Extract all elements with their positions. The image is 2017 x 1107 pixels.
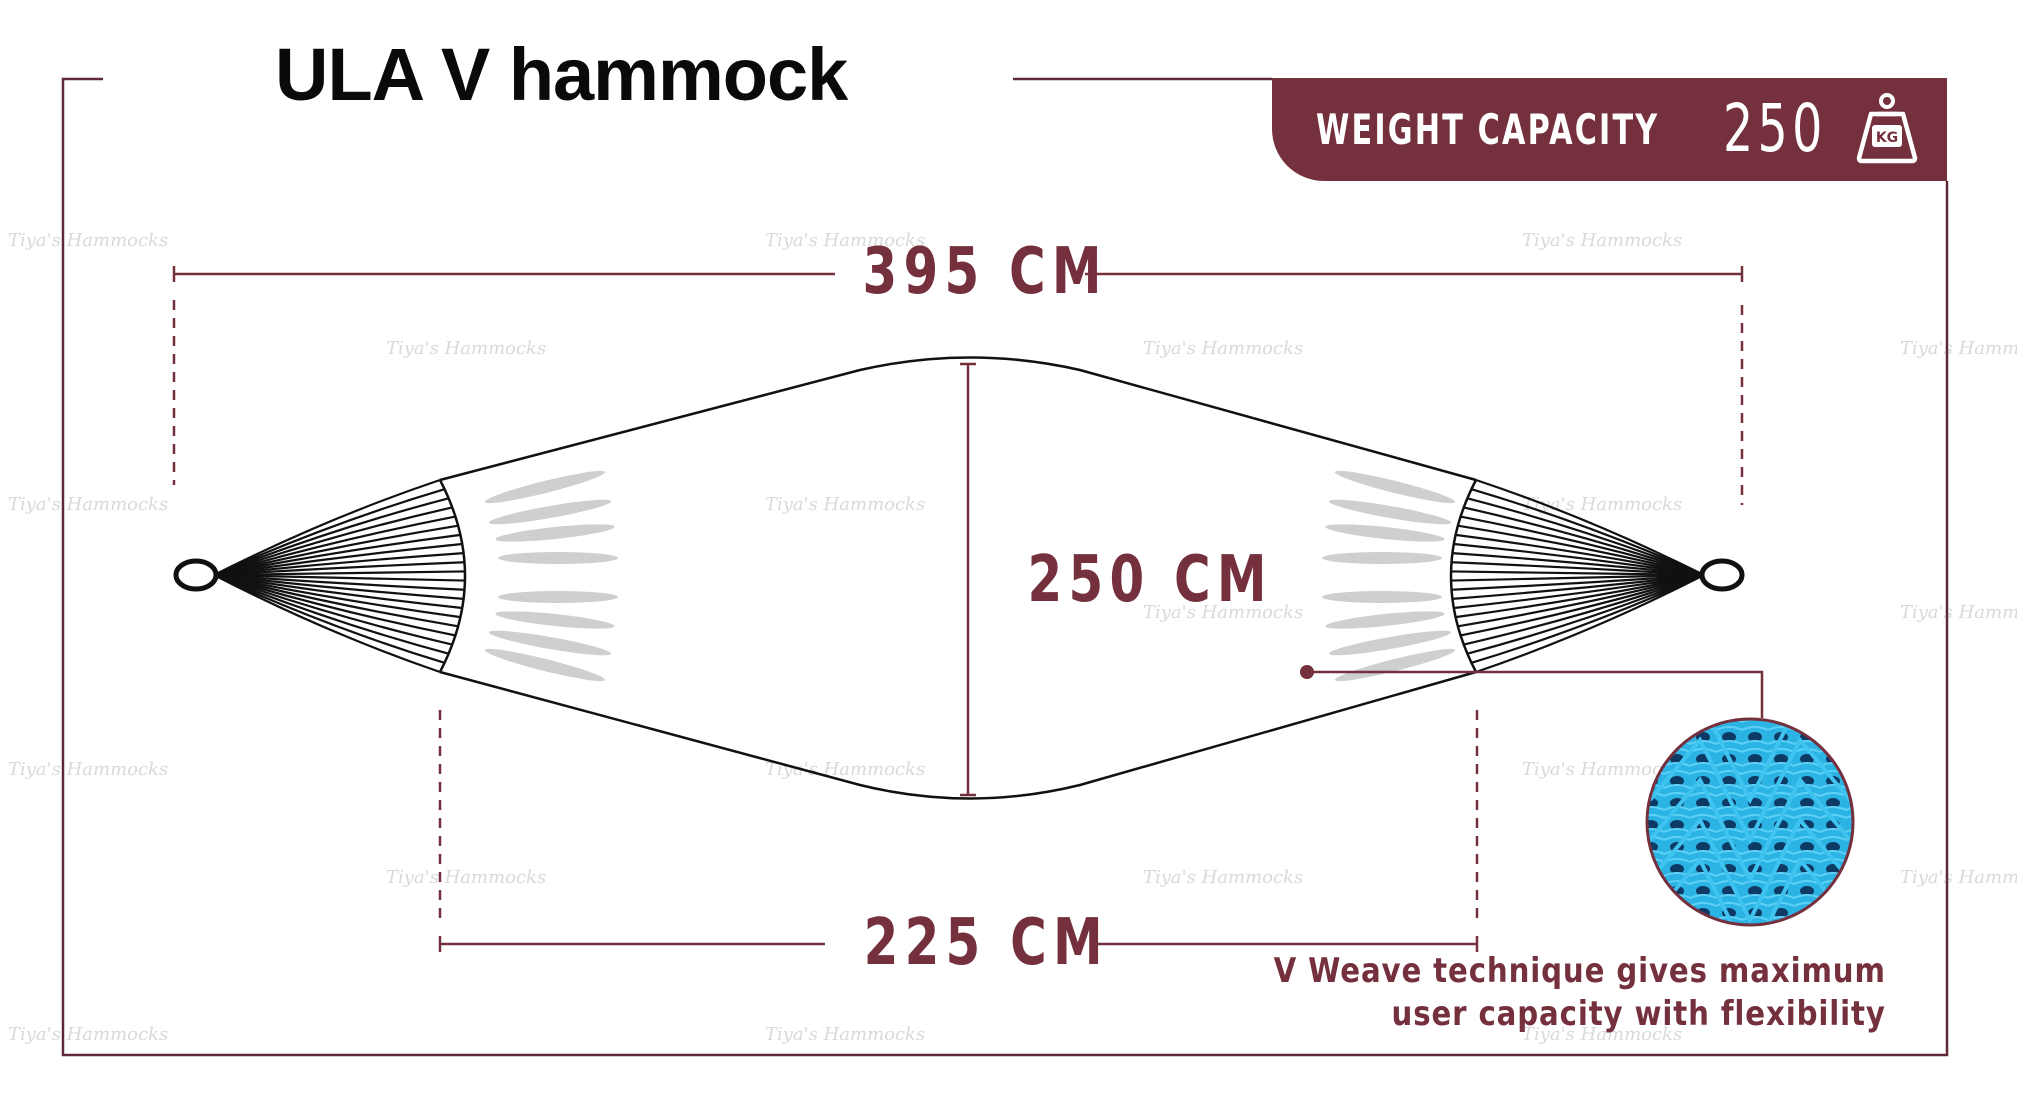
svg-text:Tiya's Hammocks: Tiya's Hammocks — [1522, 759, 1682, 780]
svg-text:Tiya's Hammocks: Tiya's Hammocks — [386, 867, 546, 888]
svg-text:Tiya's Hammocks: Tiya's Hammocks — [1900, 867, 2017, 888]
suspension-strings-left — [213, 478, 465, 674]
svg-text:Tiya's Hammocks: Tiya's Hammocks — [765, 1024, 925, 1045]
svg-text:Tiya's Hammocks: Tiya's Hammocks — [1143, 867, 1303, 888]
svg-text:Tiya's Hammocks: Tiya's Hammocks — [8, 1024, 168, 1045]
frame-border — [61, 77, 1949, 1057]
callout-leader — [1300, 665, 1764, 718]
total-length-label: 395 CM — [862, 235, 1108, 309]
weave-caption-line-1: V Weave technique gives maximum — [1273, 951, 1886, 991]
svg-text:Tiya's Hammocks: Tiya's Hammocks — [1522, 230, 1682, 251]
fabric-shading-right — [1322, 470, 1456, 682]
watermark-layer: Tiya's Hammocks Tiya's Hammocks Tiya's H… — [8, 230, 2017, 1045]
hammock-outline — [439, 356, 1477, 800]
svg-text:Tiya's Hammocks: Tiya's Hammocks — [765, 230, 925, 251]
svg-text:Tiya's Hammocks: Tiya's Hammocks — [765, 494, 925, 515]
svg-text:KG: KG — [1876, 130, 1898, 146]
weave-caption: V Weave technique gives maximum user cap… — [1274, 950, 1886, 1036]
svg-text:Tiya's Hammocks: Tiya's Hammocks — [1900, 602, 2017, 623]
svg-text:Tiya's Hammocks: Tiya's Hammocks — [386, 338, 546, 359]
svg-text:Tiya's Hammocks: Tiya's Hammocks — [1143, 338, 1303, 359]
svg-text:Tiya's Hammocks: Tiya's Hammocks — [765, 759, 925, 780]
dimension-line-bed-length — [438, 710, 1479, 952]
bed-length-label: 225 CM — [863, 906, 1109, 980]
hammock-illustration — [173, 356, 1745, 800]
svg-text:Tiya's Hammocks: Tiya's Hammocks — [8, 494, 168, 515]
page-title: ULA V hammock — [275, 33, 848, 116]
svg-text:Tiya's Hammocks: Tiya's Hammocks — [1900, 338, 2017, 359]
weave-caption-line-2: user capacity with flexibility — [1391, 994, 1886, 1034]
hanging-ring-left — [173, 558, 219, 592]
weight-capacity-label: WEIGHT CAPACITY — [1316, 105, 1660, 154]
kettlebell-weight-icon: KG — [1856, 93, 1918, 164]
dimension-line-total-length — [172, 266, 1744, 505]
svg-text:Tiya's Hammocks: Tiya's Hammocks — [8, 230, 168, 251]
suspension-strings-right — [1451, 478, 1705, 674]
dimension-line-width — [960, 362, 976, 797]
weight-capacity-badge: WEIGHT CAPACITY 250 KG — [1272, 78, 1947, 181]
width-label: 250 CM — [1027, 543, 1273, 617]
svg-text:Tiya's Hammocks: Tiya's Hammocks — [8, 759, 168, 780]
svg-text:Tiya's Hammocks: Tiya's Hammocks — [1522, 494, 1682, 515]
fabric-shading-left — [484, 470, 618, 682]
fabric-swatch-image — [1645, 717, 1855, 927]
hanging-ring-right — [1699, 558, 1745, 592]
weight-capacity-value: 250 — [1723, 90, 1827, 167]
svg-text:Tiya's Hammocks: Tiya's Hammocks — [1143, 602, 1303, 623]
svg-text:Tiya's Hammocks: Tiya's Hammocks — [1522, 1024, 1682, 1045]
